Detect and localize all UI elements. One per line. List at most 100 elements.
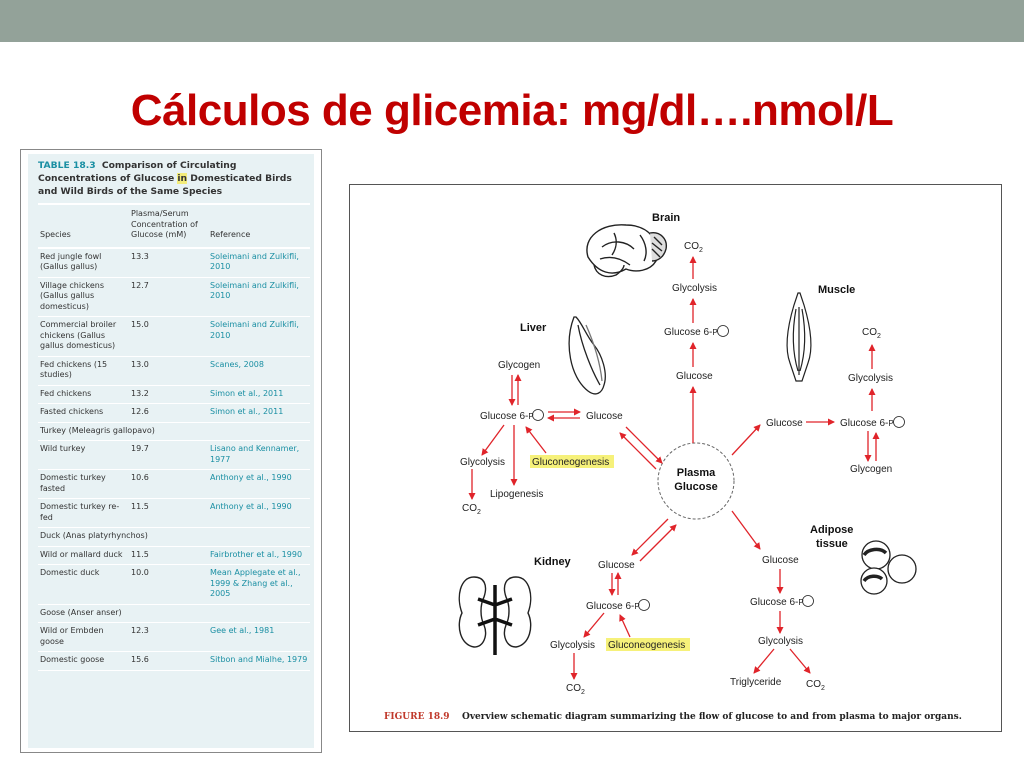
- row-species: Village chickens (Gallus gallus domestic…: [38, 277, 126, 317]
- table-inner: TABLE 18.3 Comparison of Circulating Con…: [28, 154, 314, 748]
- table-row: Goose (Anser anser): [38, 604, 310, 623]
- row-value: 13.0: [126, 356, 208, 386]
- liver-label: Liver: [520, 322, 547, 334]
- slide-title: Cálculos de glicemia: mg/dl….nmol/L: [130, 86, 894, 135]
- table-number: TABLE 18.3: [38, 160, 96, 171]
- kidney-gluconeogenesis-highlight: [606, 638, 690, 651]
- row-value: 12.6: [126, 403, 208, 423]
- row-reference: Soleimani and Zulkifli, 2010: [208, 277, 310, 317]
- plasma-label-2: Glucose: [674, 481, 717, 493]
- row-species: Domestic goose: [38, 651, 126, 671]
- row-species: Domestic duck: [38, 564, 126, 605]
- table-caption: TABLE 18.3 Comparison of Circulating Con…: [38, 159, 310, 198]
- row-reference: Anthony et al., 1990: [208, 498, 310, 528]
- row-species: Duck (Anas platyrhynchos): [38, 527, 310, 547]
- row-value: 12.7: [126, 277, 208, 317]
- muscle-glucose: Glucose: [766, 418, 803, 429]
- row-reference: Lisano and Kennamer, 1977: [208, 440, 310, 470]
- row-species: Domestic turkey re-fed: [38, 498, 126, 528]
- row-reference: Scanes, 2008: [208, 356, 310, 386]
- adipose-illustration: [860, 540, 917, 595]
- brain-glucose6p: Glucose 6-P: [664, 327, 718, 338]
- header-concentration: Plasma/Serum Concentration of Glucose (m…: [126, 203, 208, 249]
- brain-glucose: Glucose: [676, 371, 713, 382]
- row-reference: Simon et al., 2011: [208, 385, 310, 404]
- row-value: 11.5: [126, 546, 208, 565]
- row-species: Turkey (Meleagris gallopavo): [38, 422, 310, 441]
- row-reference: Soleimani and Zulkifli, 2010: [208, 247, 310, 278]
- brain-co2: CO2: [684, 241, 703, 254]
- row-species: Fasted chickens: [38, 403, 126, 423]
- row-species: Fed chickens: [38, 385, 126, 404]
- muscle-glycogen: Glycogen: [850, 464, 892, 475]
- kidney-gluconeogenesis: Gluconeogenesis: [608, 640, 685, 651]
- row-species: Domestic turkey fasted: [38, 469, 126, 499]
- muscle-glucose6p: Glucose 6-P: [840, 418, 894, 429]
- kidney-co2: CO2: [566, 683, 585, 696]
- table-row: Commercial broiler chickens (Gallus gall…: [38, 316, 310, 357]
- liver-lipogenesis: Lipogenesis: [490, 489, 543, 500]
- row-value: 15.0: [126, 316, 208, 357]
- row-value: 12.3: [126, 622, 208, 652]
- liver-glycogen: Glycogen: [498, 360, 540, 371]
- row-species: Fed chickens (15 studies): [38, 356, 126, 386]
- row-species: Goose (Anser anser): [38, 604, 310, 623]
- figure-caption: FIGURE 18.9 Overview schematic diagram s…: [384, 706, 962, 723]
- kidney-label: Kidney: [534, 556, 572, 568]
- table-caption-b: Domesticated Birds and Wild Birds of the…: [38, 173, 292, 197]
- table-row: Turkey (Meleagris gallopavo): [38, 422, 310, 441]
- kidney-glucose: Glucose: [598, 560, 635, 571]
- plasma-label-1: Plasma: [677, 467, 716, 479]
- top-bar: [0, 0, 1024, 42]
- row-reference: Anthony et al., 1990: [208, 469, 310, 499]
- row-reference: Gee et al., 1981: [208, 622, 310, 652]
- row-reference: Fairbrother et al., 1990: [208, 546, 310, 565]
- table-caption-a: Comparison of Circulating Concentrations…: [38, 160, 237, 184]
- row-reference: Mean Applegate et al., 1999 & Zhang et a…: [208, 564, 310, 605]
- row-reference: Sitbon and Mialhe, 1979: [208, 651, 310, 671]
- adipose-glucose6p: Glucose 6-P: [750, 597, 804, 608]
- brain-illustration: [586, 224, 667, 278]
- liver-glucose: Glucose: [586, 411, 623, 422]
- row-reference: Soleimani and Zulkifli, 2010: [208, 316, 310, 357]
- table-header-row: Species Plasma/Serum Concentration of Gl…: [38, 203, 310, 249]
- row-species: Commercial broiler chickens (Gallus gall…: [38, 316, 126, 357]
- adipose-glycolysis: Glycolysis: [758, 636, 803, 647]
- row-value: 13.2: [126, 385, 208, 404]
- row-value: 13.3: [126, 247, 208, 278]
- table-caption-highlight: in: [177, 173, 188, 184]
- muscle-glycolysis: Glycolysis: [848, 373, 893, 384]
- row-reference: Simon et al., 2011: [208, 403, 310, 423]
- row-value: 19.7: [126, 440, 208, 470]
- kidney-glucose6p: Glucose 6-P: [586, 601, 640, 612]
- figure-image: Plasma Glucose Brain CO2 Glycolysis Gluc…: [349, 184, 1002, 732]
- header-reference: Reference: [208, 203, 310, 249]
- row-species: Red jungle fowl (Gallus gallus): [38, 247, 126, 278]
- adipose-triglyceride: Triglyceride: [730, 677, 782, 688]
- liver-gluconeogenesis: Gluconeogenesis: [532, 457, 609, 468]
- liver-gluconeogenesis-highlight: [530, 455, 614, 468]
- kidney-illustration: [458, 576, 532, 655]
- row-value: 15.6: [126, 651, 208, 671]
- glucose-table: Species Plasma/Serum Concentration of Gl…: [38, 203, 310, 671]
- flow-arrows: [468, 256, 880, 680]
- row-species: Wild or Embden goose: [38, 622, 126, 652]
- glucose-flow-diagram: Plasma Glucose Brain CO2 Glycolysis Gluc…: [384, 212, 962, 723]
- muscle-label: Muscle: [818, 284, 855, 296]
- adipose-label-1: Adipose: [810, 524, 853, 536]
- liver-illustration: [568, 316, 606, 395]
- liver-glucose6p: Glucose 6-P: [480, 411, 534, 422]
- muscle-co2: CO2: [862, 327, 881, 340]
- adipose-glucose: Glucose: [762, 555, 799, 566]
- liver-co2: CO2: [462, 503, 481, 516]
- table-row: Village chickens (Gallus gallus domestic…: [38, 277, 310, 317]
